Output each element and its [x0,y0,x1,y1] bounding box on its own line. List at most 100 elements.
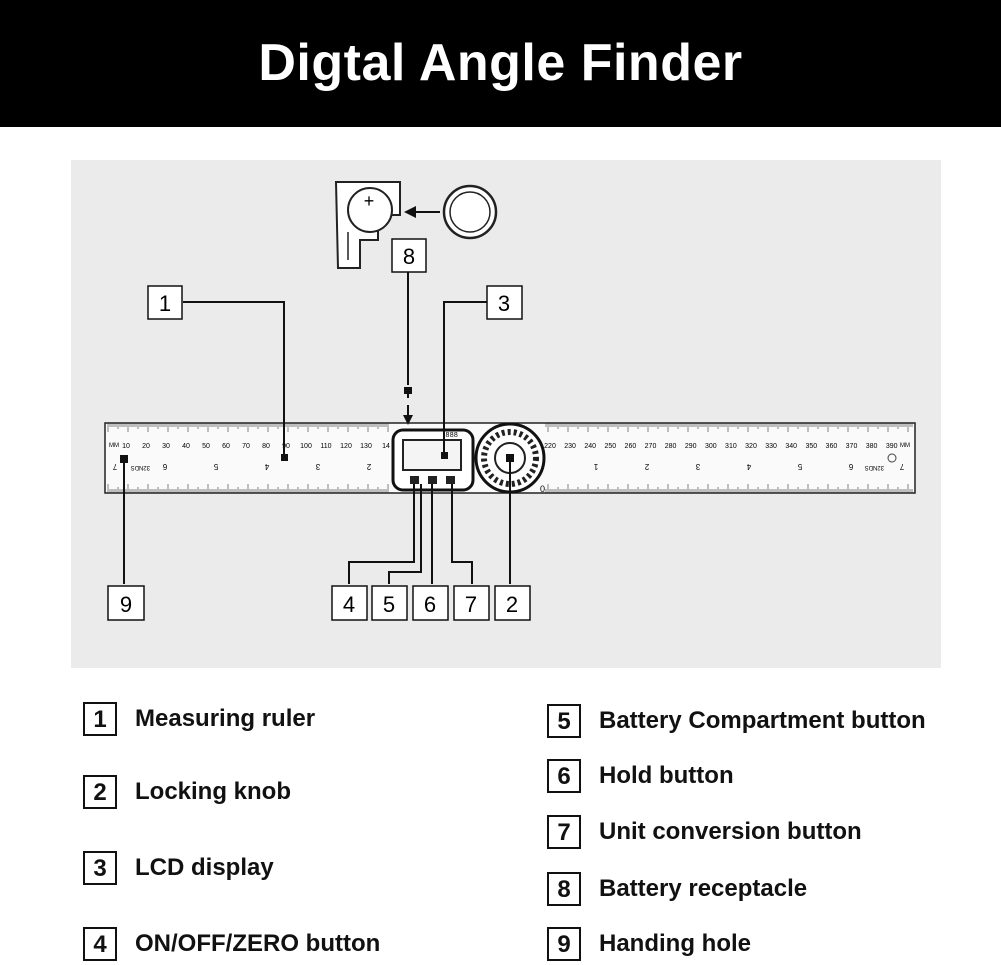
callout-6: 6 [424,592,436,617]
coin-battery-icon [442,184,498,240]
ruler-inch-label: 6 [162,462,167,471]
legend-number: 4 [83,927,117,961]
ruler-top-scale-labels: 10 20 30 40 50 60 70 80 90 100 110 120 130 14 220 230 24… [122,443,898,450]
ruler-scale-label: 250 [604,443,616,450]
callout-1: 1 [159,291,171,316]
callout-4: 4 [343,592,355,617]
ruler-top-ticks [107,423,913,432]
page-title: Digtal Angle Finder [258,34,743,92]
ruler-inch-label: 4 [746,462,751,471]
ruler-scale-label: 100 [300,443,312,450]
ruler-scale-label: 120 [340,443,352,450]
on-off-zero-button [410,476,419,484]
knob-zero-mark: 0 [540,484,545,494]
callout-8-arrow [403,415,413,425]
ruler-scale-label: 110 [320,443,331,450]
ruler-scale-label: 220 [544,443,556,450]
legend-number: 2 [83,775,117,809]
ruler-inch-label: 3 [315,462,320,471]
callout-3: 3 [498,291,510,316]
ruler-scale-label: 60 [222,443,230,450]
lcd-readout: 888 [445,432,458,440]
inch-label-right: 32NDS [865,464,884,470]
ruler-inch-label: 7 [112,462,117,471]
ruler-scale-label: 310 [725,443,737,450]
legend-number: 7 [547,815,581,849]
insert-arrow-head [404,206,416,218]
legend-label: ON/OFF/ZERO button [135,930,381,957]
ruler-scale-label: 330 [765,443,777,450]
lcd-display-unit: 888 [391,428,475,492]
legend-number: 8 [547,872,581,906]
ruler-scale-label: 280 [665,443,677,450]
ruler-scale-label: 230 [564,443,576,450]
ruler-scale-label: 80 [262,443,270,450]
legend-label: LCD display [135,854,274,881]
legend-label: Measuring ruler [135,705,316,732]
inch-label-left: 32NDS [131,464,150,470]
ruler-inch-label: 5 [213,462,218,471]
callout-7: 7 [465,592,477,617]
ruler-scale-label: 300 [705,443,717,450]
ruler-scale-label: 290 [685,443,697,450]
hold-button [428,476,437,484]
ruler-scale-label: 380 [866,443,878,450]
diagram-panel [71,160,941,668]
ruler-scale-label: 14 [382,443,390,450]
ruler-inch-label: 2 [644,462,649,471]
ruler-scale-label: 50 [202,443,210,450]
legend-number: 9 [547,927,581,961]
ruler-marker [281,454,288,461]
ruler-scale-label: 340 [785,443,797,450]
ruler-scale-label: 320 [745,443,757,450]
unit-conversion-button [446,476,455,484]
callout-boxes: 1 3 8 9 4 5 6 7 2 [107,238,531,621]
ruler-inch-label: 3 [695,462,700,471]
ruler-scale-label: 390 [886,443,898,450]
locking-knob: 0 [474,422,546,494]
callout-5: 5 [383,592,395,617]
callout-2: 2 [506,592,518,617]
ruler-scale-label: 90 [282,443,290,450]
ruler-unit-right: MM [900,443,910,449]
ruler-scale-label: 70 [242,443,250,450]
ruler-inch-label: 6 [848,462,853,471]
callout-8-marker [404,387,412,394]
legend-number: 6 [547,759,581,793]
legend-label: Unit conversion button [599,818,862,845]
ruler-scale-label: 350 [805,443,817,450]
ruler-scale-label: 130 [360,443,372,450]
callout-8: 8 [403,244,415,269]
hanging-hole-marker [120,455,128,463]
ruler-scale-label: 370 [846,443,858,450]
legend-label: Hold button [599,762,734,789]
battery-plus-sign: + [364,191,375,211]
ruler-scale-label: 40 [182,443,190,450]
ruler-scale-label: 30 [162,443,170,450]
ruler-inch-label: 2 [366,462,371,471]
title-banner [0,0,1001,127]
ruler-scale-label: 10 [122,443,130,450]
ruler-inch-label: 7 [899,462,904,471]
callout-9: 9 [120,592,132,617]
ruler-scale-label: 270 [645,443,657,450]
ruler-scale-label: 20 [142,443,150,450]
legend-label: Battery Compartment button [599,707,926,734]
legend-number: 1 [83,702,117,736]
ruler-inch-label: 4 [264,462,269,471]
lcd-marker [441,452,448,459]
ruler-scale-label: 360 [826,443,838,450]
leader-lines [123,272,511,584]
ruler-scale-label: 240 [584,443,596,450]
ruler-scale-label: 260 [625,443,637,450]
ruler-bottom-ticks [107,484,913,493]
legend-label: Handing hole [599,930,751,957]
legend-number: 5 [547,704,581,738]
ruler-unit-left: MM [109,443,119,449]
legend-label: Locking knob [135,778,291,805]
ruler-inch-label: 1 [593,462,598,471]
legend-label: Battery receptacle [599,875,808,902]
battery-receptacle-drawing: + [334,181,401,269]
